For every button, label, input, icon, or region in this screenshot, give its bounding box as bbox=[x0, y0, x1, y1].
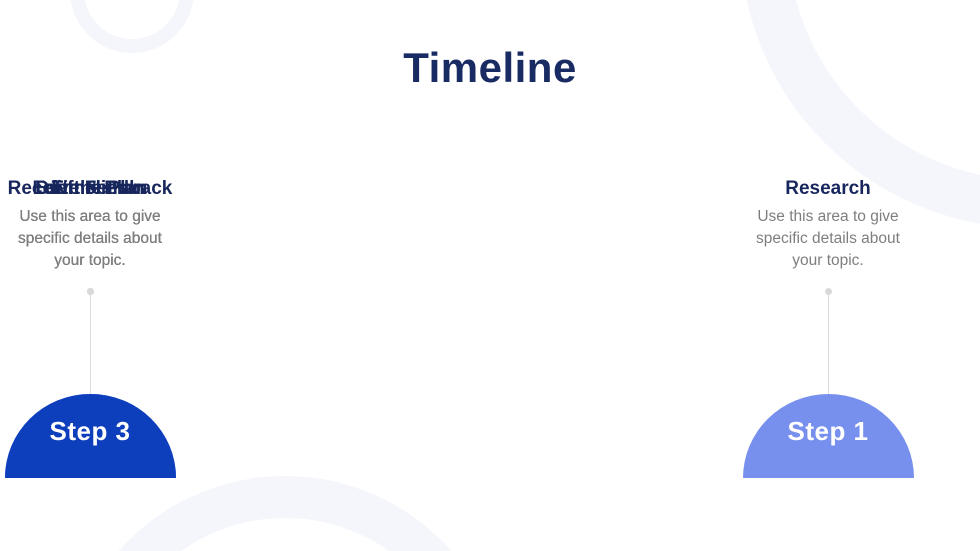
step-label: Step 3 bbox=[49, 415, 131, 446]
slide-title: Timeline bbox=[403, 44, 577, 91]
step-description: Use this area to give specific details a… bbox=[18, 208, 162, 269]
connector-dot bbox=[86, 288, 94, 295]
timeline-step-1: Research Use this area to give specific … bbox=[738, 0, 918, 551]
connector-line bbox=[827, 295, 829, 394]
step-description: Use this area to give specific details a… bbox=[756, 208, 900, 269]
timeline-step-3: Timeline Use this area to give specific … bbox=[0, 0, 180, 551]
step-heading: Timeline bbox=[51, 178, 129, 199]
step-heading: Draft & Plan bbox=[35, 178, 145, 199]
step-description: Use this area to give specific details a… bbox=[18, 208, 162, 269]
step-heading: Edit the Plan bbox=[32, 178, 148, 199]
step-heading: Research bbox=[785, 178, 871, 199]
step-heading: Receive Feedback bbox=[7, 178, 173, 199]
step-description: Use this area to give specific details a… bbox=[18, 208, 162, 269]
step-label: Step 1 bbox=[787, 415, 869, 446]
connector-line bbox=[89, 295, 91, 394]
step-dome: Step 1 bbox=[742, 394, 914, 478]
step-description: Use this area to give specific details a… bbox=[18, 208, 162, 269]
connector-dot bbox=[824, 288, 832, 295]
